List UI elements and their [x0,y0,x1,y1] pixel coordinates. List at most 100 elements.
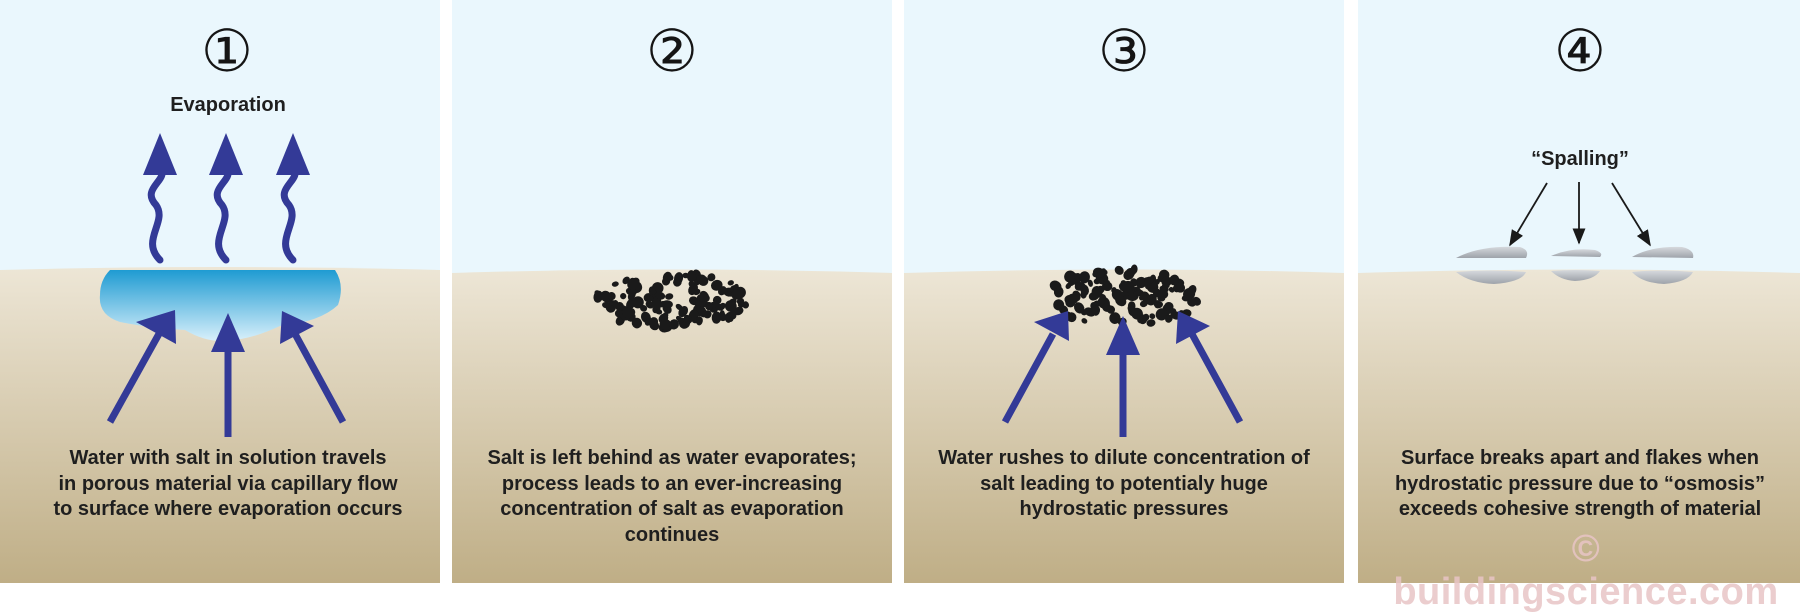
salt-crystal [631,317,643,329]
salt-crystal [693,288,701,296]
salt-crystal [654,291,666,300]
salt-crystal [724,300,737,312]
salt-crystallization-diagram [0,0,1800,583]
salt-crystal [1170,308,1177,316]
salt-crystal [1145,284,1152,290]
salt-crystal [1068,277,1076,286]
salt-crystal [1073,302,1085,314]
spalling-label: “Spalling” [1531,148,1629,170]
salt-crystal [707,273,716,282]
salt-crystal [694,300,702,309]
salt-crystal [733,306,744,316]
salt-crystal [1139,291,1149,299]
salt-crystal [668,319,680,330]
salt-crystal [1142,313,1150,322]
salt-crystal [1161,276,1172,286]
salt-crystal [699,290,710,303]
evaporation-arrows [147,164,299,264]
salt-crystal [1127,301,1136,311]
salt-crystal [1103,280,1110,286]
salt-crystal [627,291,635,301]
salt-crystal [710,279,723,291]
salt-crystal [1137,278,1145,286]
spalled-flakes [1456,246,1694,284]
spalling-pointer-arrows [1509,182,1651,247]
salt-crystal [615,301,624,311]
salt-crystal [1169,274,1180,286]
salt-crystal [1164,301,1174,312]
salt-crystal [1165,314,1173,323]
panel-2-background [452,0,892,583]
capillary-arrows-panel-1 [106,310,347,437]
step-number-3: ③ [1098,17,1150,85]
capillary-arrows-panel-3 [1001,311,1244,437]
salt-crystal [742,301,750,309]
evaporation-arrowheads [143,133,310,175]
caption-panel-2: Salt is left behind as water evaporates;… [487,447,857,546]
salt-deposit-panel-3 [1049,264,1201,327]
salt-crystal [1090,305,1099,314]
salt-crystal [1149,313,1156,320]
salt-crystal [650,290,657,295]
salt-crystal [659,318,672,331]
salt-crystal [674,272,684,285]
salt-crystal [1154,301,1164,309]
salt-crystal [1054,287,1060,295]
salt-crystal [1102,303,1112,312]
salt-crystal [614,309,623,318]
salt-crystal [1079,271,1090,284]
salt-crystal [737,302,745,308]
salt-crystal [688,280,695,287]
salt-crystal [1053,299,1065,311]
step-number-1: ① [201,17,253,85]
salt-crystal [1095,285,1105,295]
salt-crystal [1080,284,1089,296]
copyright-watermark: © buildingscience.com [1393,528,1779,613]
salt-crystal [1081,318,1088,324]
salt-crystal [729,310,737,320]
salt-crystal [683,314,691,321]
salt-crystal [704,301,714,311]
salt-crystal [696,316,703,326]
evaporation-label: Evaporation [170,94,286,116]
salt-crystal [1111,288,1124,301]
salt-crystal [667,274,674,281]
salt-crystal [631,296,644,309]
salt-crystal [622,306,634,319]
salt-crystal [1187,298,1197,307]
caption-panel-3: Water rushes to dilute concentration of … [938,447,1310,520]
salt-crystal [703,310,712,319]
salt-crystal [686,271,697,282]
step-number-2: ② [646,17,698,85]
salt-crystal [1087,279,1093,287]
salt-crystal [602,301,610,309]
salt-crystal [715,303,724,311]
salt-crystal [736,297,745,305]
salt-crystal [727,280,734,286]
salt-crystal [1130,264,1138,275]
salt-crystal [733,283,739,291]
salt-crystal [727,291,733,297]
salt-crystal [1174,282,1186,293]
salt-crystal [1114,265,1124,275]
panel-4-background [1358,0,1800,583]
salt-crystal [665,293,674,300]
salt-crystal [655,308,663,315]
salt-crystal [664,301,671,308]
salt-crystal [1067,293,1079,304]
salt-crystal [611,281,619,287]
salt-crystal [607,291,616,301]
salt-crystal [731,289,743,300]
salt-deposit-panel-2 [593,269,750,333]
salt-crystal [627,278,640,291]
caption-panel-4: Surface breaks apart and flakes when hyd… [1394,447,1766,520]
salt-crystal [1155,308,1168,321]
salt-crystal [649,320,659,329]
salt-crystal [1092,271,1099,278]
salt-crystal [711,311,722,324]
salt-crystal [1093,278,1101,285]
salt-crystal [620,293,627,300]
salt-crystal [1146,319,1156,327]
step-number-4: ④ [1554,17,1606,85]
salt-crystal [1109,312,1121,324]
